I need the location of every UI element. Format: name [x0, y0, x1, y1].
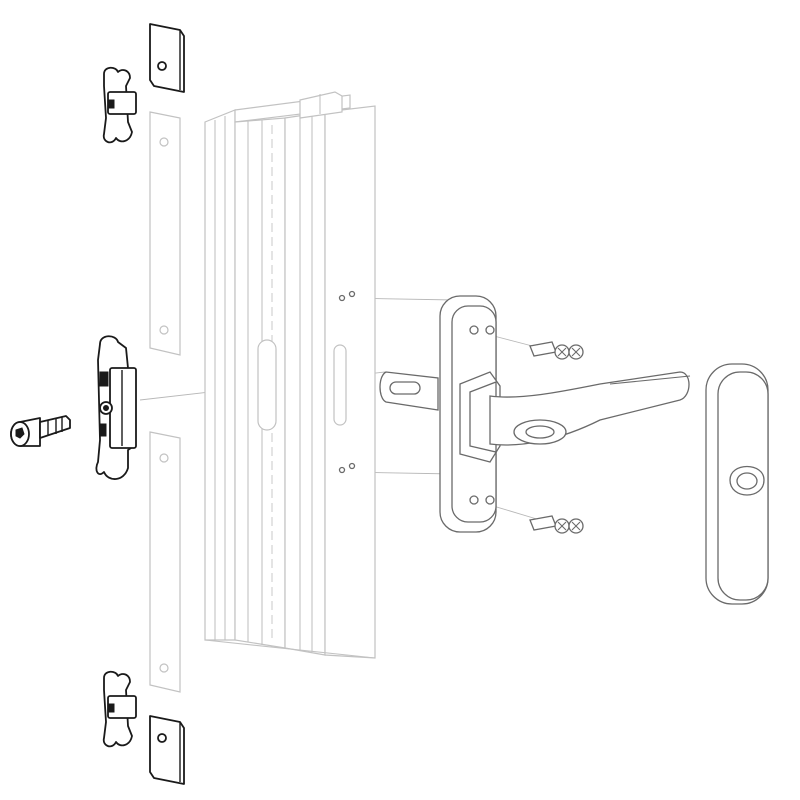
socket-screw: [10, 415, 71, 447]
packer-plate-top: [149, 111, 181, 356]
end-cap-top: [149, 23, 185, 93]
rear-cover-plate: [705, 363, 769, 605]
end-cap-bottom: [149, 715, 185, 785]
keeper-bottom: [102, 670, 137, 748]
packer-plate-bottom: [149, 431, 181, 693]
keeper-top: [102, 66, 137, 144]
spindle-plate: [379, 371, 439, 411]
fixing-points: [338, 290, 356, 474]
fixing-screws-bottom: [529, 515, 584, 534]
door-profile: [204, 91, 376, 659]
keeper-middle: [95, 335, 137, 480]
lever-handle: [439, 295, 691, 533]
fixing-screws-top: [529, 341, 584, 360]
